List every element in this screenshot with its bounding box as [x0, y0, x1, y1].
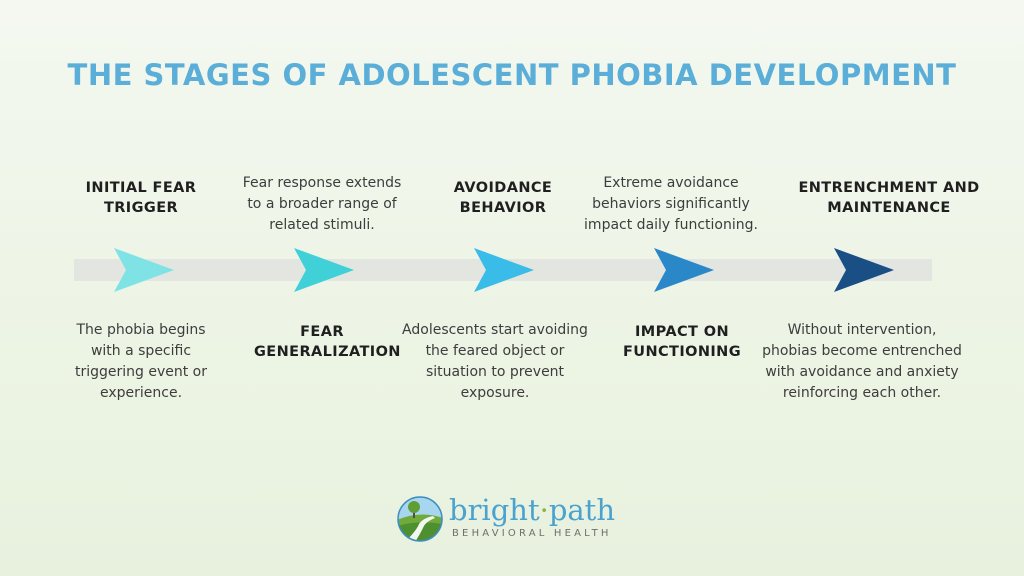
logo-separator: ·	[539, 493, 549, 527]
bright-path-logo-icon	[397, 496, 443, 542]
logo-name-part1: bright	[449, 493, 540, 527]
logo-name-part2: path	[548, 493, 616, 527]
stage-5-description: Without intervention, phobias become ent…	[762, 322, 962, 401]
stage-2-label: FEAR GENERALIZATION	[254, 324, 401, 360]
stage-1-description: The phobia begins with a specific trigge…	[74, 322, 208, 401]
stage-4-description: Extreme avoidance behaviors significantl…	[584, 175, 758, 233]
stage-5-label: ENTRENCHMENT AND MAINTENANCE	[798, 180, 980, 216]
stage-5-arrow-icon	[834, 248, 894, 292]
brand-logo: bright·path BEHAVIORAL HEALTH	[397, 493, 637, 546]
stage-2-arrow-icon	[294, 248, 354, 292]
stage-2-description: Fear response extends to a broader range…	[242, 175, 402, 233]
stage-3-description: Adolescents start avoiding the feared ob…	[402, 322, 588, 401]
stage-3-arrow-icon	[474, 248, 534, 292]
logo-wordmark: bright·path	[449, 493, 615, 527]
stage-1-arrow-icon	[114, 248, 174, 292]
page-title: THE STAGES OF ADOLESCENT PHOBIA DEVELOPM…	[67, 58, 957, 92]
logo-tagline: BEHAVIORAL HEALTH	[452, 528, 612, 539]
stage-4-label: IMPACT ON FUNCTIONING	[622, 324, 742, 360]
stage-3-label: AVOIDANCE BEHAVIOR	[453, 180, 553, 216]
stage-4-arrow-icon	[654, 248, 714, 292]
stage-1-label: INITIAL FEAR TRIGGER	[85, 180, 197, 216]
